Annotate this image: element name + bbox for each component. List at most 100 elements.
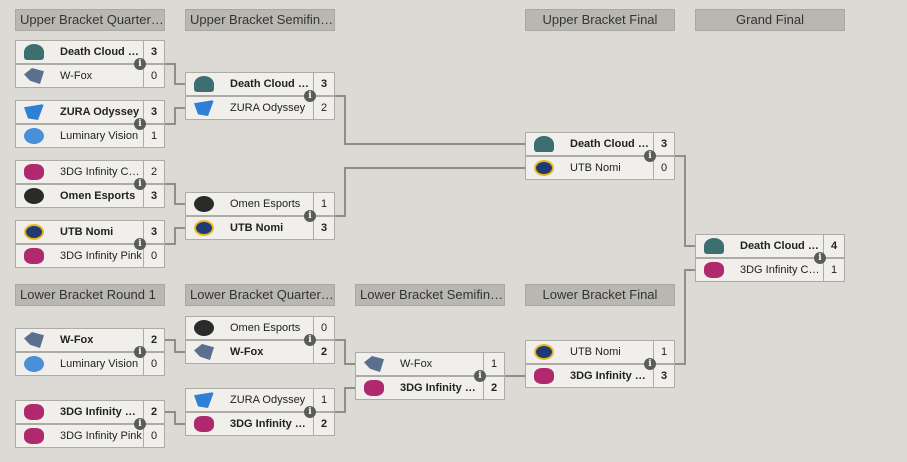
match-grand-final[interactable]: Death Cloud Esports4 3DG Infinity Crew1 … [695,234,845,282]
team-name: 3DG Infinity Crew [60,406,142,418]
team-score: 1 [823,259,844,281]
info-icon[interactable]: i [474,370,486,382]
team-slot[interactable]: 3DG Infinity Crew3 [525,364,675,388]
w-fox-logo-icon [194,344,214,360]
team-score: 2 [483,377,504,399]
team-name: 3DG Infinity Crew [230,418,312,430]
team-score: 3 [143,185,164,207]
utb-nomi-logo-icon [194,220,214,236]
info-icon[interactable]: i [644,150,656,162]
info-icon[interactable]: i [304,210,316,222]
team-score: 1 [653,341,674,363]
info-icon[interactable]: i [304,406,316,418]
team-name: W-Fox [230,346,264,358]
team-name: W-Fox [60,334,94,346]
team-score: 3 [143,221,164,243]
team-slot[interactable]: W-Fox 2 [185,340,335,364]
match-lbqf-1[interactable]: Omen Esports 0 W-Fox 2 i [185,316,335,364]
team-score: 2 [313,413,334,435]
zura-odyssey-logo-icon [194,392,214,408]
death-cloud-logo-icon [704,238,724,254]
3dg-infinity-logo-icon [364,380,384,396]
team-score: 0 [143,353,164,375]
info-icon[interactable]: i [134,346,146,358]
team-slot[interactable]: Luminary Vision 1 [15,124,165,148]
team-score: 2 [143,329,164,351]
death-cloud-logo-icon [24,44,44,60]
team-name: Luminary Vision [60,130,139,142]
info-icon[interactable]: i [814,252,826,264]
team-score: 4 [823,235,844,257]
team-score: 2 [313,341,334,363]
team-slot[interactable]: UTB Nomi 1 [525,340,675,364]
team-score: 1 [313,193,334,215]
team-name: UTB Nomi [570,346,621,358]
team-score: 1 [143,125,164,147]
team-name: W-Fox [400,358,433,370]
info-icon[interactable]: i [134,118,146,130]
death-cloud-logo-icon [534,136,554,152]
info-icon[interactable]: i [304,334,316,346]
team-score: 0 [143,425,164,447]
team-name: Omen Esports [230,322,301,334]
match-lbf[interactable]: UTB Nomi 1 3DG Infinity Crew3 i [525,340,675,388]
3dg-infinity-logo-icon [24,248,44,264]
team-name: 3DG Infinity Crew [400,382,482,394]
info-icon[interactable]: i [134,238,146,250]
team-score: 3 [313,217,334,239]
team-name: Death Cloud Esports [570,138,652,150]
team-name: 3DG Infinity Crew [60,166,142,178]
header-lower-bracket-quarterfinals: Lower Bracket Quarterfinals [185,284,335,306]
zura-odyssey-logo-icon [24,104,44,120]
utb-nomi-logo-icon [534,344,554,360]
info-icon[interactable]: i [134,58,146,70]
team-score: 3 [143,41,164,63]
3dg-infinity-logo-icon [704,262,724,278]
info-icon[interactable]: i [134,418,146,430]
omen-esports-logo-icon [194,196,214,212]
team-slot[interactable]: UTB Nomi 3 [15,220,165,244]
team-name: UTB Nomi [570,162,621,174]
3dg-infinity-logo-icon [24,404,44,420]
info-icon[interactable]: i [134,178,146,190]
team-score: 3 [653,365,674,387]
3dg-infinity-logo-icon [194,416,214,432]
luminary-vision-logo-icon [24,356,44,372]
team-score: 2 [313,97,334,119]
death-cloud-logo-icon [194,76,214,92]
omen-esports-logo-icon [194,320,214,336]
team-name: ZURA Odyssey [230,394,306,406]
info-icon[interactable]: i [644,358,656,370]
team-name: UTB Nomi [230,222,284,234]
team-name: UTB Nomi [60,226,114,238]
utb-nomi-logo-icon [24,224,44,240]
team-name: 3DG Infinity Pink [60,250,142,262]
header-lower-bracket-semifinals: Lower Bracket Semifinals [355,284,505,306]
3dg-infinity-logo-icon [24,164,44,180]
team-name: Death Cloud Esports [230,78,312,90]
team-score: 0 [313,317,334,339]
info-icon[interactable]: i [304,90,316,102]
team-score: 0 [143,245,164,267]
team-name: ZURA Odyssey [230,102,306,114]
team-score: 3 [143,101,164,123]
header-upper-bracket-semifinals: Upper Bracket Semifinals [185,9,335,31]
